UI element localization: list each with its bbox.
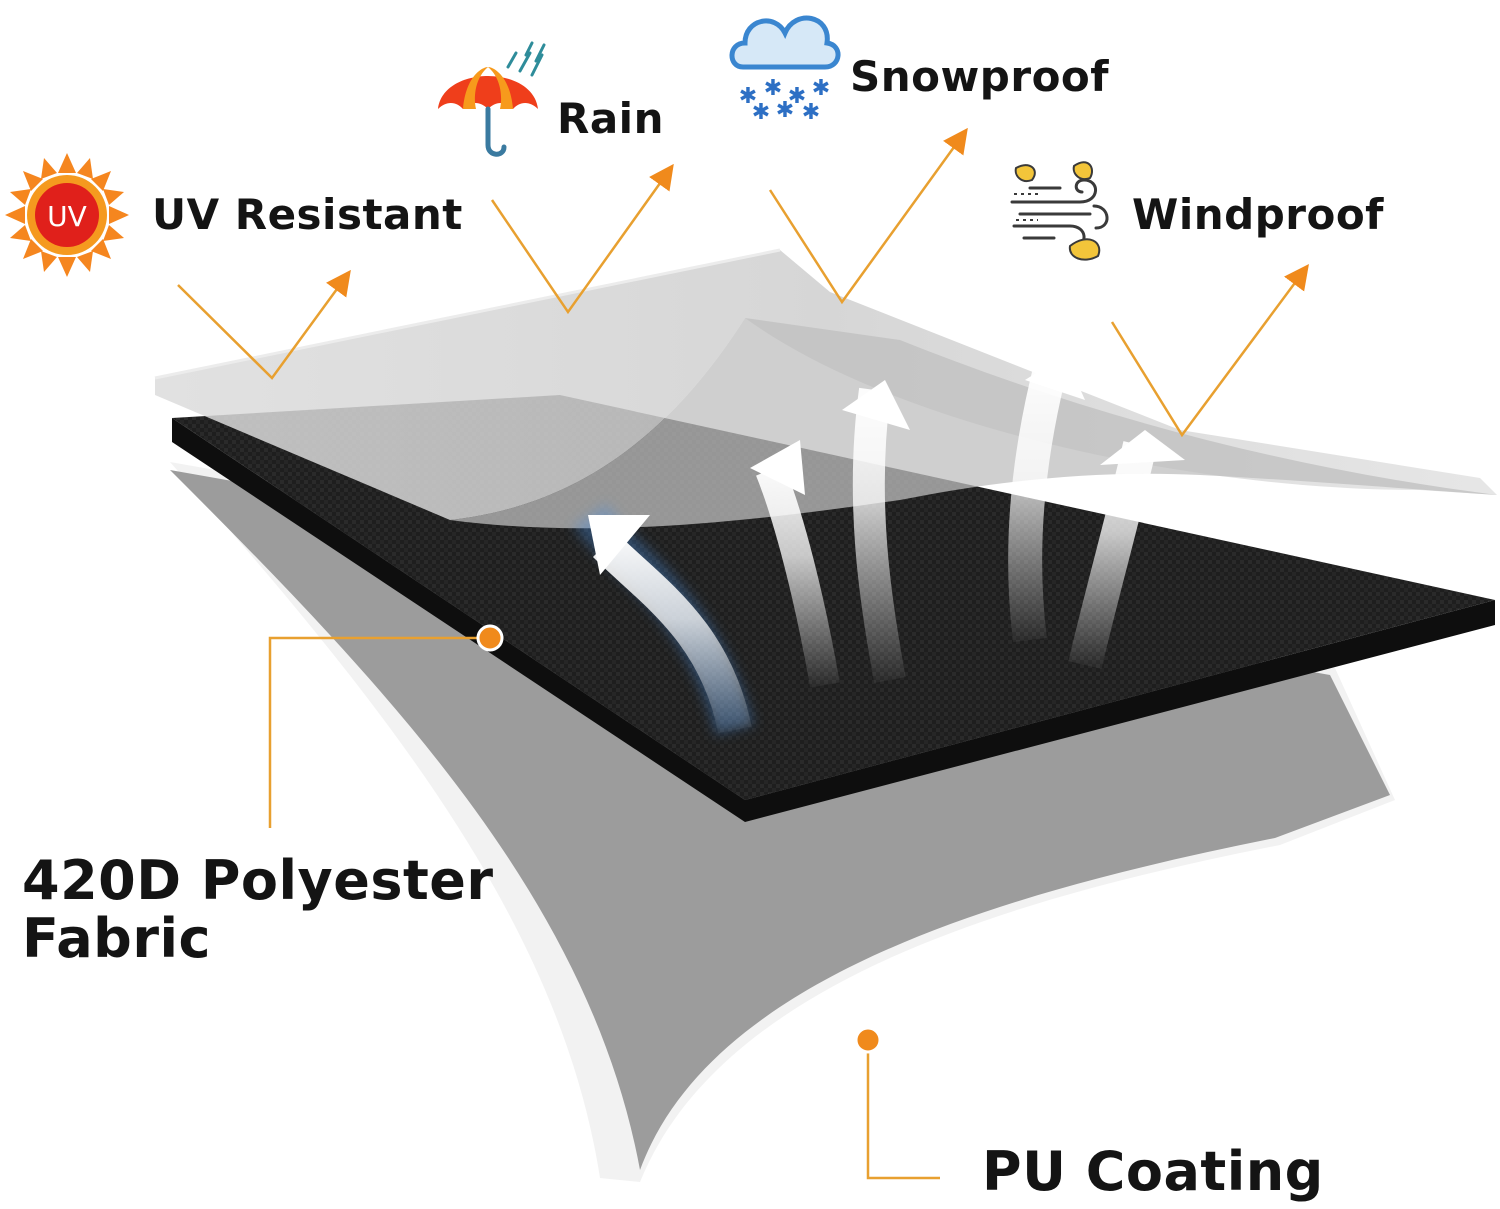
svg-text:✱: ✱ xyxy=(752,100,770,125)
svg-text:✱: ✱ xyxy=(764,76,782,101)
feature-checkmarks xyxy=(177,127,1309,438)
breath-arrow-3 xyxy=(842,380,910,683)
uv-checkmark xyxy=(177,269,351,380)
breath-arrow-1 xyxy=(573,503,755,736)
snowproof-label: Snowproof xyxy=(850,52,1110,101)
rain-label: Rain xyxy=(557,94,664,143)
wind-leaves-icon xyxy=(1010,161,1109,261)
uv-badge-text: UV xyxy=(47,200,87,233)
svg-text:✱: ✱ xyxy=(739,84,757,109)
breath-arrow-2 xyxy=(750,440,840,688)
umbrella-icon xyxy=(438,41,546,157)
snow-checkmark xyxy=(768,127,968,305)
svg-text:✱: ✱ xyxy=(788,84,806,109)
fabric-leader xyxy=(268,624,504,828)
uv-resistant-label: UV Resistant xyxy=(152,190,463,239)
snow-cloud-icon: ✱ ✱ ✱ ✱ ✱ ✱ ✱ xyxy=(729,15,841,125)
polyester-line-1: 420D Polyester xyxy=(22,849,494,912)
svg-text:✱: ✱ xyxy=(812,76,830,101)
svg-text:✱: ✱ xyxy=(776,98,794,123)
breath-arrow-5 xyxy=(1068,430,1185,669)
coating-leader xyxy=(854,1026,940,1180)
breath-arrow-4 xyxy=(1008,355,1085,643)
rain-checkmark xyxy=(490,163,674,315)
polyester-line-2: Fabric xyxy=(22,907,211,970)
pu-coating-label: PU Coating xyxy=(982,1140,1324,1203)
sun-uv-icon: UV xyxy=(5,153,129,277)
breathable-arrows xyxy=(573,355,1185,736)
svg-text:✱: ✱ xyxy=(802,100,820,125)
windproof-label: Windproof xyxy=(1132,190,1384,239)
wind-checkmark xyxy=(1110,263,1309,438)
